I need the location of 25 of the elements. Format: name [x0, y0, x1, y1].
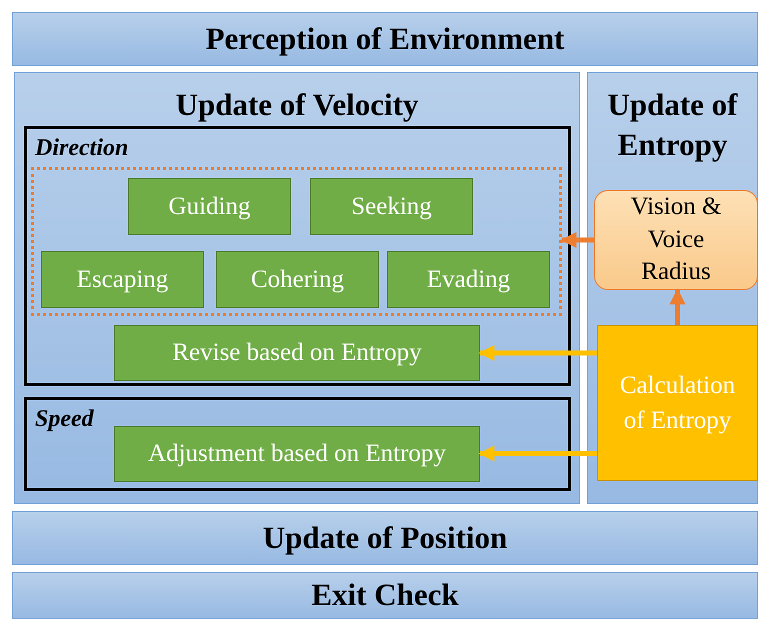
group-frame — [24, 397, 571, 491]
stage-band: Exit Check — [12, 572, 758, 619]
stage-band: Perception of Environment — [12, 12, 758, 66]
arrow — [560, 232, 594, 248]
group-frame — [24, 126, 571, 386]
behavior-box: Evading — [387, 251, 550, 308]
behavior-box: Cohering — [216, 251, 379, 308]
stage-panel — [587, 72, 758, 504]
behavior-box: Adjustment based on Entropy — [114, 426, 480, 482]
dotted-group-frame — [31, 167, 562, 316]
calculation-box: Calculation of Entropy — [597, 325, 758, 481]
stage-band: Update of Position — [12, 511, 758, 565]
behavior-box: Seeking — [310, 178, 473, 235]
group-heading: Update of Velocity — [174, 86, 420, 124]
group-heading: Direction — [35, 134, 128, 163]
group-heading: Speed — [35, 405, 94, 434]
arrow — [478, 446, 597, 462]
behavior-box: Revise based on Entropy — [114, 325, 480, 381]
behavior-box: Guiding — [128, 178, 291, 235]
group-heading: Update of Entropy — [606, 86, 739, 164]
arrow — [670, 288, 686, 325]
arrow — [478, 345, 597, 361]
behavior-box: Escaping — [41, 251, 204, 308]
stage-panel — [14, 72, 580, 504]
radius-box: Vision & Voice Radius — [594, 190, 758, 290]
